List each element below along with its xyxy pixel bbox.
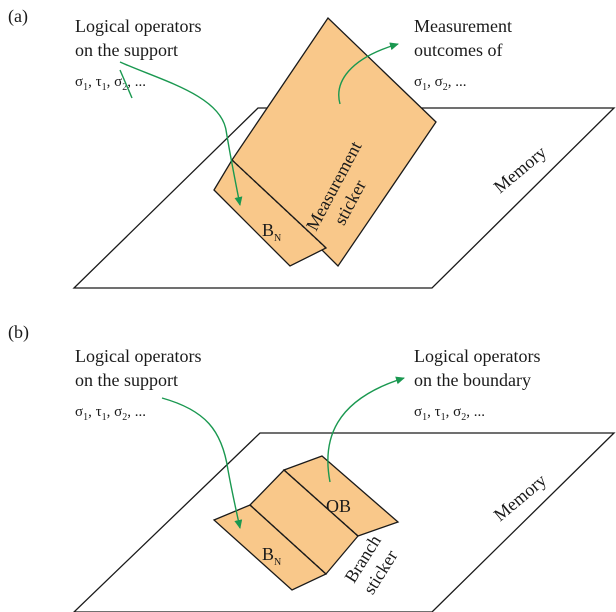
right-label-b-line2: on the boundary: [414, 370, 531, 390]
panel-a: (a) Memory Measurement sticker BN Logica…: [8, 6, 616, 289]
boundary-label-b: BN: [262, 544, 281, 568]
left-label-a-line1: Logical operators: [75, 16, 201, 36]
support-arrow-a: [119, 61, 243, 206]
support-arrow-b: [161, 397, 243, 529]
tau-strike: [119, 69, 133, 99]
panel-a-tag: (a): [8, 6, 28, 27]
boundary-arrow-b: [327, 376, 405, 483]
ob-label: OB: [326, 496, 351, 516]
right-label-a-line1: Measurement: [414, 16, 512, 36]
left-label-a-line2: on the support: [75, 40, 178, 60]
right-label-b-line1: Logical operators: [414, 346, 540, 366]
fold-line-b1: [249, 504, 327, 575]
fold-line-b2: [283, 469, 359, 537]
left-symbols-a: σ1, τ1, σ2, ...: [75, 74, 146, 93]
right-symbols-a: σ1, σ2, ...: [414, 74, 466, 93]
left-label-b-line1: Logical operators: [75, 346, 201, 366]
outcome-arrow-a: [338, 42, 399, 105]
right-symbols-b: σ1, τ1, σ2, ...: [414, 404, 485, 423]
panel-b-tag: (b): [8, 322, 29, 343]
boundary-label-a: BN: [262, 220, 281, 244]
left-label-b-line2: on the support: [75, 370, 178, 390]
right-label-a-line2: outcomes of: [414, 40, 502, 60]
left-symbols-b: σ1, τ1, σ2, ...: [75, 404, 146, 423]
panel-b: (b) Memory OB BN Branch sticker Logical …: [8, 322, 616, 612]
